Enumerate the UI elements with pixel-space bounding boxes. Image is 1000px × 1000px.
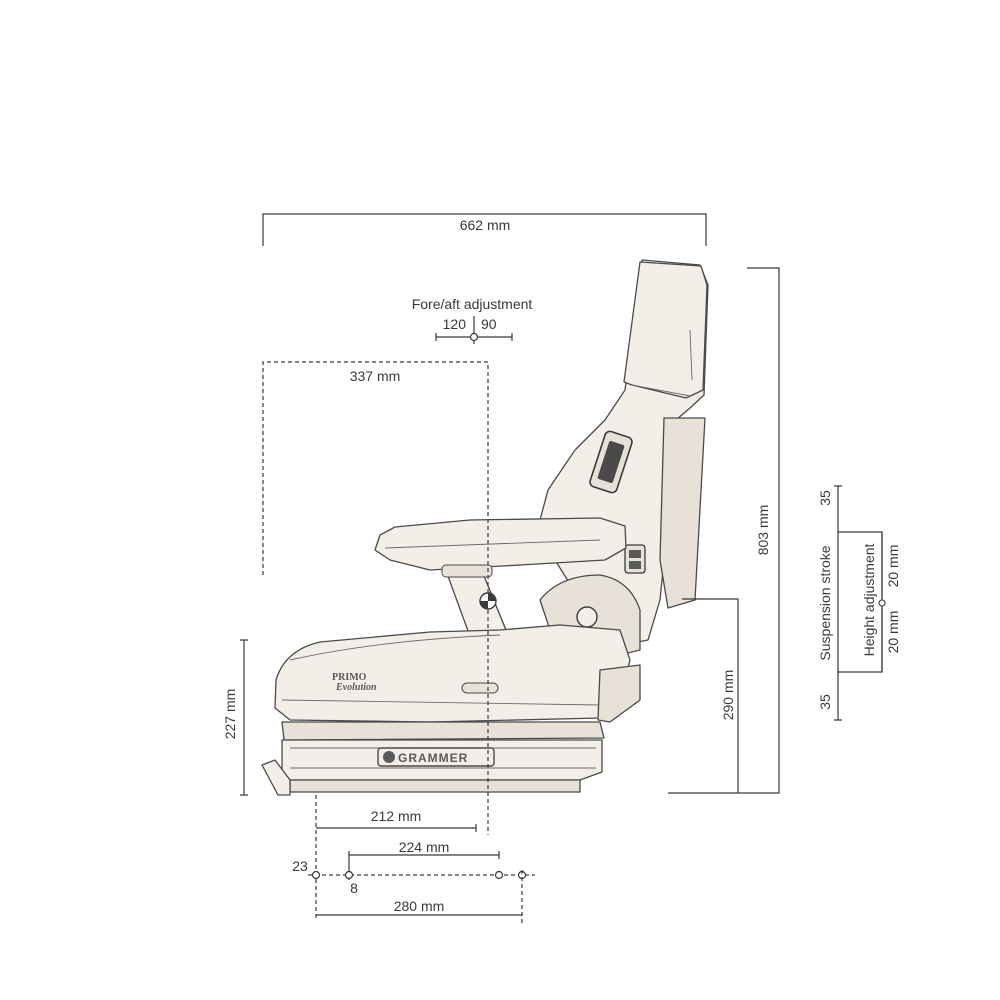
fore-aft-title: Fore/aft adjustment (412, 296, 533, 312)
seat-cushion (274, 624, 631, 723)
seat-illustration: PRIMO Evolution GRAMMER (261, 259, 709, 796)
hole-23-label: 23 (292, 858, 308, 874)
manufacturer-logo-icon (383, 751, 395, 763)
dim-suspension: 35 35 Suspension stroke Height adjustmen… (817, 485, 901, 721)
dim-rail-212: 212 mm (315, 795, 477, 920)
headrest (623, 261, 708, 399)
dim-rail-280: 280 mm (316, 898, 522, 916)
suspension-top-value: 35 (817, 490, 833, 506)
height-adjustment-label: Height adjustment (861, 543, 877, 656)
height-up-value: 20 mm (885, 545, 901, 588)
dim-overall-width: 662 mm (262, 213, 707, 246)
dimension-lines: 662 mm Fore/aft adjustment 120 90 337 mm… (222, 213, 901, 925)
slide-rail (289, 779, 581, 793)
hole-8-label: 8 (350, 880, 358, 896)
fore-aft-back-value: 120 (443, 316, 467, 332)
fore-aft-forward-value: 90 (481, 316, 497, 332)
rail-212-label: 212 mm (371, 808, 422, 824)
model-name-line1: PRIMO (332, 672, 367, 683)
suspension-top-plate (281, 721, 605, 741)
dim-seat-height: 290 mm (682, 598, 739, 793)
manufacturer-logo-box (377, 747, 495, 767)
manufacturer-logo-text: GRAMMER (398, 751, 468, 765)
cushion-handle (461, 682, 499, 694)
seat-height-label: 290 mm (720, 670, 736, 721)
overall-width-label: 662 mm (460, 217, 511, 233)
suspension-stroke-label: Suspension stroke (817, 545, 833, 660)
dim-base-height: 227 mm (222, 639, 248, 796)
height-down-value: 20 mm (885, 611, 901, 654)
suspension-bottom-value: 35 (817, 694, 833, 710)
mounting-holes: 23 8 (292, 858, 535, 925)
rail-224-label: 224 mm (399, 839, 450, 855)
base-height-label: 227 mm (222, 689, 238, 740)
dim-fore-aft: Fore/aft adjustment 120 90 (412, 296, 533, 344)
recline-knob (576, 606, 598, 628)
overall-height-label: 803 mm (755, 505, 771, 556)
rail-280-label: 280 mm (394, 898, 445, 914)
seat-depth-label: 337 mm (350, 368, 401, 384)
seat-index-point (479, 592, 497, 610)
fore-aft-lever (261, 759, 291, 796)
dim-rail-224: 224 mm (348, 839, 500, 880)
rear-mechanism (597, 664, 641, 723)
model-name-line2: Evolution (335, 682, 377, 693)
dim-overall-height: 803 mm (668, 267, 780, 794)
backrest-side-panel (659, 417, 706, 609)
